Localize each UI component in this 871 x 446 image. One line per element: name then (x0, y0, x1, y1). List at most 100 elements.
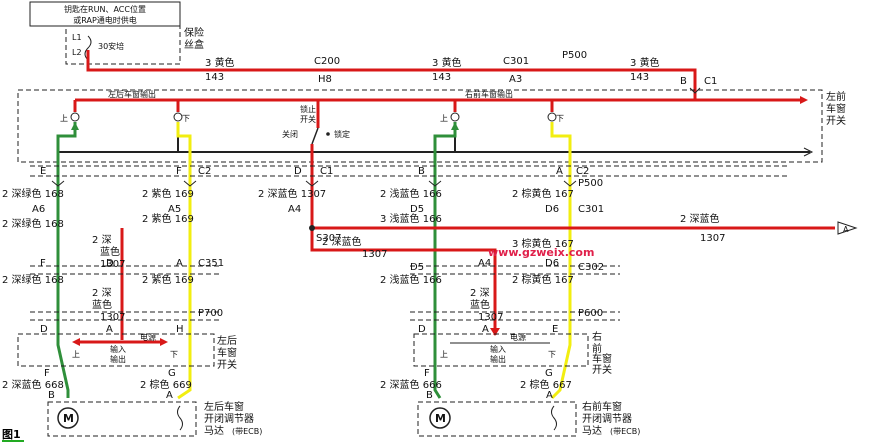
ground-arrow (803, 147, 814, 157)
rm-title-1: 右前车窗 (582, 400, 622, 413)
r2-wire-168: 2 深绿色 168 (2, 217, 64, 230)
p600-name: P600 (578, 308, 603, 319)
wire-169 (176, 122, 192, 400)
rm-pin-f: F (424, 368, 430, 379)
rf-feed-gauge: 2 深 (470, 287, 490, 299)
lr-feed2-color: 蓝色 (92, 298, 112, 311)
top-seg3-gauge: 3 黄色 (630, 56, 660, 69)
c301-pin: A3 (509, 74, 522, 85)
a-ref-label: A (843, 225, 849, 234)
p700-name: P700 (198, 308, 223, 319)
r3-wire-166: 2 浅蓝色 166 (380, 273, 442, 286)
colored-wires (56, 122, 835, 400)
mid-feed-circuit: 1307 (362, 249, 387, 260)
fuse-l2: L2 (72, 48, 82, 57)
r1-wire-1307: 2 深蓝色 1307 (258, 187, 326, 200)
lm-wire-668: 2 深蓝色 668 (2, 378, 64, 391)
c351-pin-f: F (40, 258, 46, 269)
lm-motor-symbol (57, 407, 79, 429)
top-feed: 3 黄色 143 C200 H8 3 黄色 143 C301 A3 P500 3… (86, 50, 717, 100)
rf-io-1: 输入 (490, 344, 506, 354)
bus-arrow (800, 96, 808, 104)
c302-pin-a4: A4 (478, 258, 491, 269)
a-ref-arrow (837, 221, 858, 235)
splice-a5: A5 (168, 204, 181, 215)
fuse-l1: L1 (72, 33, 82, 42)
rf-power: 电源 (510, 332, 526, 342)
lm-motor-letter: M (63, 412, 74, 425)
c2l-name: C2 (198, 166, 211, 177)
lr-arrow-r (160, 338, 168, 346)
chev-r1-5 (563, 180, 577, 187)
top-seg1-gauge: 3 黄色 (205, 56, 235, 69)
wire-168 (56, 122, 77, 398)
rm-motor-letter: M (435, 412, 446, 425)
rf-feed-color: 蓝色 (470, 298, 490, 311)
power-note-box: 钥匙在RUN、ACC位置 或RAP通电时供电 (29, 1, 181, 27)
r1-wire-167: 2 棕黄色 167 (512, 187, 574, 200)
rear-feed-color: 蓝色 (100, 245, 120, 258)
r3-wire-167-a: 3 棕黄色 167 (512, 237, 574, 250)
p500-label-top: P500 (562, 50, 587, 61)
contact-3 (450, 112, 460, 122)
lr-feed2-gauge: 2 深 (92, 287, 112, 299)
wire-labels-row-3: 2 深绿色 168 2 紫色 169 3 棕黄色 167 2 浅蓝色 166 2… (2, 237, 574, 323)
lr-title-1: 左后 (217, 334, 237, 347)
r2-wire-169: 2 紫色 169 (142, 212, 194, 225)
contact-1 (70, 112, 80, 122)
right-motor: F G 2 深蓝色 666 2 棕色 667 B A M 右前车窗 开闭调节器 … (380, 368, 640, 437)
rm-wire-667: 2 棕色 667 (520, 378, 572, 391)
r3-wire-167-b: 2 棕黄色 167 (512, 273, 574, 286)
lm-ecb: (带ECB) (232, 427, 262, 436)
lr-power: 电源 (140, 332, 156, 342)
down-2: 下 (556, 114, 564, 123)
c200-pin: H8 (318, 74, 332, 85)
c351-pin-a: A (176, 258, 183, 269)
lr-io-1: 输入 (110, 344, 126, 354)
chev-r1-2 (183, 180, 197, 187)
chev-r1-4 (428, 180, 442, 187)
rm-ecb-symbol (551, 405, 557, 431)
a-out-circuit: 1307 (700, 233, 725, 244)
rf-feed-circuit: 1307 (478, 312, 503, 323)
watermark: www.gzweix.com (488, 246, 594, 259)
c2r-name: C2 (576, 166, 589, 177)
p700-pin-d: D (40, 324, 48, 335)
feed-labels: 2 深 蓝色 1307 2 深蓝色 1307 (92, 234, 387, 270)
lm-pin-a: A (166, 390, 173, 401)
c351-pin-d: D (106, 258, 114, 269)
rf-io-2: 输出 (490, 354, 506, 364)
arrow-rf-power (490, 328, 500, 336)
splice-a6: A6 (32, 204, 45, 215)
lm-title-2: 开闭调节器 (204, 412, 254, 425)
left-rear-switch: 左后 车窗 开关 电源 输入 输出 上 下 (17, 332, 237, 371)
left-out-label: 左后车窗输出 (108, 89, 156, 99)
rear-feed-circuit: 1307 (100, 259, 125, 270)
lr-feed2-circuit: 1307 (100, 312, 125, 323)
lm-ecb-symbol (177, 405, 183, 431)
top-seg2-circuit: 143 (432, 72, 451, 83)
splice-d6: D6 (545, 204, 559, 215)
connector-c351-c302: F D A C351 D5 A4 D6 C302 (30, 258, 620, 275)
left-motor: F G 2 深蓝色 668 2 棕色 669 B A M 左后车窗 开闭调节器 … (2, 368, 262, 437)
c1-name-top: C1 (704, 76, 717, 87)
c2r-pin-a: A (556, 166, 563, 177)
c1-pin-d: D (294, 166, 302, 177)
splice-s307: S307 (316, 233, 341, 244)
rm-ecb: (带ECB) (610, 427, 640, 436)
splice-d5: D5 (410, 204, 424, 215)
c302-pin-d6: D6 (545, 258, 559, 269)
p600-pin-e: E (552, 324, 558, 335)
lm-pin-b: B (48, 390, 55, 401)
lock-point (326, 132, 330, 136)
master-title-1: 左前 (826, 90, 846, 103)
top-seg1-circuit: 143 (205, 72, 224, 83)
rm-pin-b: B (426, 390, 433, 401)
lr-arrow-l (72, 338, 80, 346)
p600-pin-d: D (418, 324, 426, 335)
lock-lock: 锁定 (334, 129, 350, 139)
master-title-3: 开关 (826, 114, 846, 127)
fuse-symbol (84, 35, 92, 61)
